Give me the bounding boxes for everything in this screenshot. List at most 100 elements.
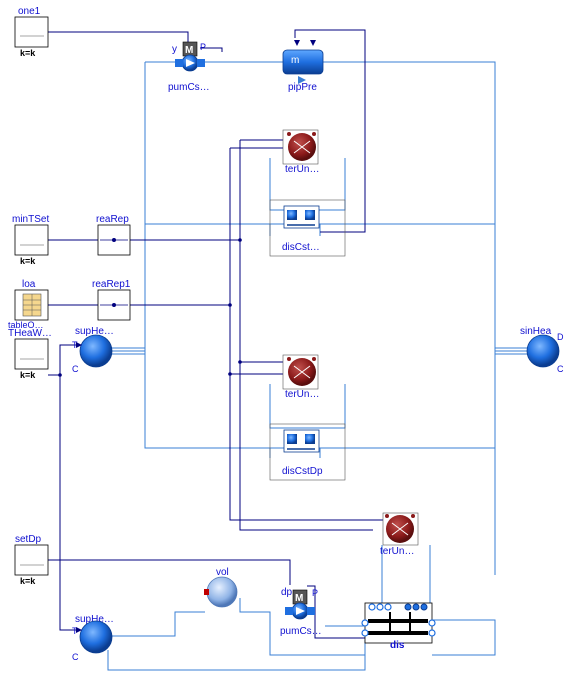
terUni3-terminal-unit[interactable]: terUn… bbox=[380, 512, 419, 557]
minTSet-param: k=k bbox=[20, 256, 36, 266]
pumCst2-M-label: M bbox=[295, 593, 303, 604]
disCst2-distribution-block[interactable]: disCstDp bbox=[269, 423, 346, 481]
dis-return-line-icon bbox=[368, 631, 428, 635]
pipPre-pipe-block[interactable]: m pipPre bbox=[282, 40, 324, 93]
supHeaWat1-source-block[interactable]: supHe… T C bbox=[72, 326, 114, 374]
sinHea-D-label: D bbox=[557, 332, 564, 342]
signal-wire bbox=[294, 29, 366, 233]
pipPre-input-icon bbox=[294, 40, 300, 46]
boundary-sink-icon bbox=[526, 334, 560, 368]
heater-cross-icon bbox=[293, 365, 311, 379]
fluid-wire bbox=[432, 619, 496, 656]
port-icon bbox=[385, 514, 389, 518]
minTSet-constant-block[interactable]: minTSet k=k bbox=[12, 214, 49, 266]
signal-wire bbox=[59, 375, 78, 631]
port-icon bbox=[428, 629, 436, 637]
pump-outlet-port-icon bbox=[307, 607, 315, 615]
THeaWat-box bbox=[14, 338, 49, 370]
fluid-wire bbox=[112, 598, 365, 656]
pumCst-M-label: M bbox=[185, 45, 193, 56]
pumCst2-dp-label: dp bbox=[281, 587, 293, 598]
port-icon bbox=[428, 619, 436, 627]
reaRep1-block[interactable]: reaRep1 bbox=[92, 279, 131, 321]
vol-label: vol bbox=[216, 567, 229, 578]
valve-icon bbox=[287, 434, 297, 444]
pump-arrow-icon bbox=[186, 59, 195, 67]
signal-connections bbox=[48, 29, 383, 639]
pipPre-input-icon bbox=[310, 40, 316, 46]
supHeaWat1-C-label: C bbox=[72, 364, 79, 374]
junction-dot bbox=[238, 360, 242, 364]
supHeaWat2-source-block[interactable]: supHe… T C bbox=[72, 614, 114, 662]
flow-arrow-icon bbox=[298, 76, 306, 84]
disCst1-distribution-block[interactable]: disCst… bbox=[269, 199, 346, 257]
pumCst-P-label: P bbox=[200, 42, 206, 52]
disCst2-frame bbox=[269, 423, 346, 481]
reaRep-block[interactable]: reaRep bbox=[96, 214, 131, 256]
port-icon bbox=[312, 132, 316, 136]
port-icon bbox=[312, 357, 316, 361]
port-icon bbox=[287, 132, 291, 136]
one1-constant-block[interactable]: one1 k=k bbox=[14, 6, 49, 58]
table-grid-icon bbox=[22, 293, 42, 317]
sinHea-label: sinHea bbox=[520, 326, 552, 337]
sinHea-sink-block[interactable]: sinHea D C bbox=[520, 326, 564, 374]
signal-wire bbox=[229, 147, 383, 521]
replicator-node-icon bbox=[112, 238, 116, 242]
fluid-wire bbox=[144, 62, 495, 449]
heat-port-icon bbox=[204, 589, 209, 595]
terUni2-label: terUn… bbox=[285, 389, 319, 400]
setDp-constant-block[interactable]: setDp k=k bbox=[14, 534, 49, 586]
signal-wire bbox=[48, 344, 78, 376]
pumCst-pump-block[interactable]: y P M pumCs… bbox=[168, 41, 210, 93]
disCst1-label: disCst… bbox=[282, 242, 320, 253]
port-icon bbox=[361, 619, 369, 627]
supHeaWat2-T-label: T bbox=[72, 626, 78, 636]
loa-table-block[interactable]: loa tableO… bbox=[8, 279, 49, 330]
supHeaWat1-label: supHe… bbox=[75, 326, 114, 337]
junction-dot bbox=[228, 303, 232, 307]
dis-distribution-block[interactable]: dis bbox=[361, 602, 436, 651]
fluid-wire bbox=[269, 384, 346, 429]
supHeaWat2-label: supHe… bbox=[75, 614, 114, 625]
junction-dot bbox=[238, 238, 242, 242]
pump-inlet-port-icon bbox=[285, 607, 293, 615]
input-port-icon bbox=[76, 627, 82, 633]
valve-icon bbox=[305, 434, 315, 444]
pumCst2-pump-block[interactable]: dp P M pumCs… bbox=[280, 587, 322, 637]
fluid-wire bbox=[107, 640, 366, 671]
minTSet-box bbox=[14, 224, 49, 256]
valve-icon bbox=[287, 210, 297, 220]
loa-label: loa bbox=[22, 279, 36, 290]
dis-label: dis bbox=[390, 640, 405, 651]
port-icon bbox=[411, 514, 415, 518]
disCst2-label: disCstDp bbox=[282, 466, 323, 477]
fluid-wire bbox=[381, 545, 431, 604]
dis-port-array-icon bbox=[368, 603, 428, 611]
pumCst-label: pumCs… bbox=[168, 82, 210, 93]
setDp-param: k=k bbox=[20, 576, 36, 586]
terUni1-terminal-unit[interactable]: terUn… bbox=[282, 129, 319, 175]
reaRep-label: reaRep bbox=[96, 214, 129, 225]
pump-arrow-icon bbox=[296, 607, 305, 615]
one1-label: one1 bbox=[18, 6, 41, 17]
supHeaWat2-C-label: C bbox=[72, 652, 79, 662]
signal-wire bbox=[200, 47, 223, 52]
THeaWat-label: THeaW… bbox=[8, 328, 52, 339]
fluid-wire bbox=[112, 347, 145, 355]
terUni3-label: terUn… bbox=[380, 546, 414, 557]
mixing-volume-icon bbox=[206, 576, 238, 608]
heater-cross-icon bbox=[293, 140, 311, 154]
THeaWat-param: k=k bbox=[20, 370, 36, 380]
one1-param: k=k bbox=[20, 48, 36, 58]
signal-junctions bbox=[58, 238, 242, 377]
THeaWat-constant-block[interactable]: THeaW… k=k bbox=[8, 328, 52, 380]
vol-volume-block[interactable]: vol bbox=[204, 567, 238, 608]
sinHea-C-label: C bbox=[557, 364, 564, 374]
pipPre-label: pipPre bbox=[288, 82, 317, 93]
terUni2-terminal-unit[interactable]: terUn… bbox=[282, 354, 319, 400]
loa-sublabel: tableO… bbox=[8, 320, 44, 330]
input-port-icon bbox=[76, 342, 82, 348]
boundary-source-icon bbox=[79, 334, 113, 368]
